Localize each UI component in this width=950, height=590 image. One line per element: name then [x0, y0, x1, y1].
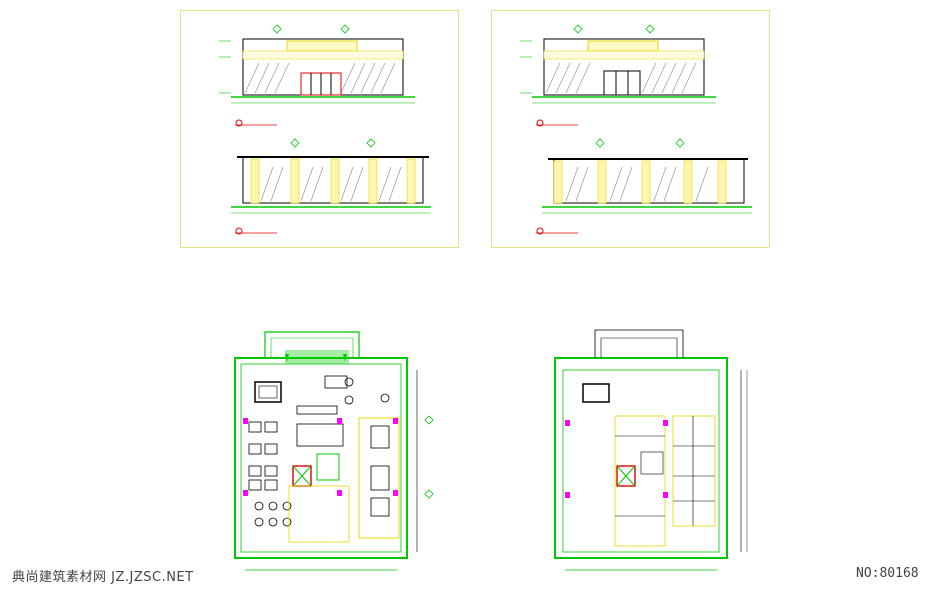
ground-floor-plan	[225, 326, 445, 581]
upper-floor-drawing	[554, 329, 748, 571]
elevation-sheet-right	[491, 10, 770, 248]
elevation-drawing-right	[520, 24, 752, 235]
side-elevation	[231, 138, 431, 235]
ground-floor-drawing	[234, 331, 434, 571]
front-elevation	[520, 24, 716, 127]
elevation-drawing-left	[219, 24, 431, 235]
catalog-number: NO:80168	[856, 566, 919, 581]
site-watermark: 典尚建筑素材网 JZ.JZSC.NET	[12, 570, 194, 585]
upper-floor-plan	[545, 326, 765, 581]
side-elevation	[536, 138, 752, 235]
front-elevation	[219, 24, 415, 127]
elevation-sheet-left	[180, 10, 459, 248]
